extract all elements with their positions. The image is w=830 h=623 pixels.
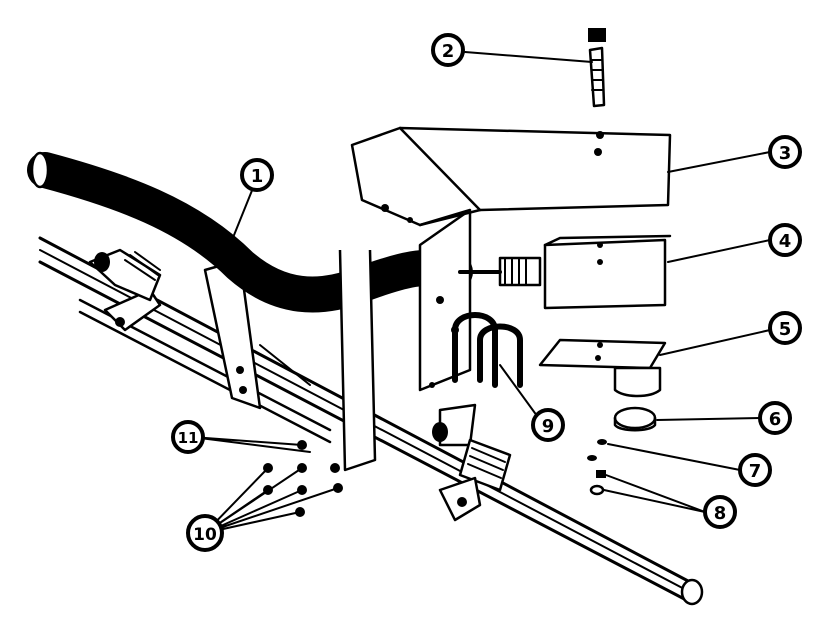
callout-8-label: 8 <box>714 503 727 524</box>
callout-5: 5 <box>768 311 802 345</box>
callout-5-label: 5 <box>779 319 792 340</box>
right-clamp <box>432 403 512 522</box>
callout-7: 7 <box>738 453 772 487</box>
callout-1-label: 1 <box>251 166 264 187</box>
callout-3: 3 <box>768 135 802 169</box>
left-clamp <box>88 248 162 332</box>
callout-6: 6 <box>758 401 792 435</box>
box-component <box>458 234 672 310</box>
callout-9: 9 <box>531 408 565 442</box>
callout-3-label: 3 <box>779 143 792 164</box>
callout-11: 11 <box>171 420 205 454</box>
callout-11-label: 11 <box>178 429 199 447</box>
callout-4-label: 4 <box>779 231 792 252</box>
callout-6-label: 6 <box>769 409 782 430</box>
callout-1: 1 <box>240 158 274 192</box>
callout-8: 8 <box>703 495 737 529</box>
small-hardware <box>587 439 607 496</box>
callout-10: 10 <box>186 514 224 552</box>
u-bolt <box>452 312 523 388</box>
leader-lines <box>191 51 771 534</box>
callout-2-label: 2 <box>442 41 455 62</box>
callout-4: 4 <box>768 223 802 257</box>
callout-10-label: 10 <box>193 525 217 545</box>
disc <box>613 406 657 432</box>
callout-7-label: 7 <box>749 461 762 482</box>
flexible-hose <box>27 151 473 313</box>
hood-housing <box>350 126 672 227</box>
flat-plate <box>538 338 667 398</box>
bolt <box>588 28 606 108</box>
callout-9-label: 9 <box>542 416 555 437</box>
callout-2: 2 <box>431 33 465 67</box>
